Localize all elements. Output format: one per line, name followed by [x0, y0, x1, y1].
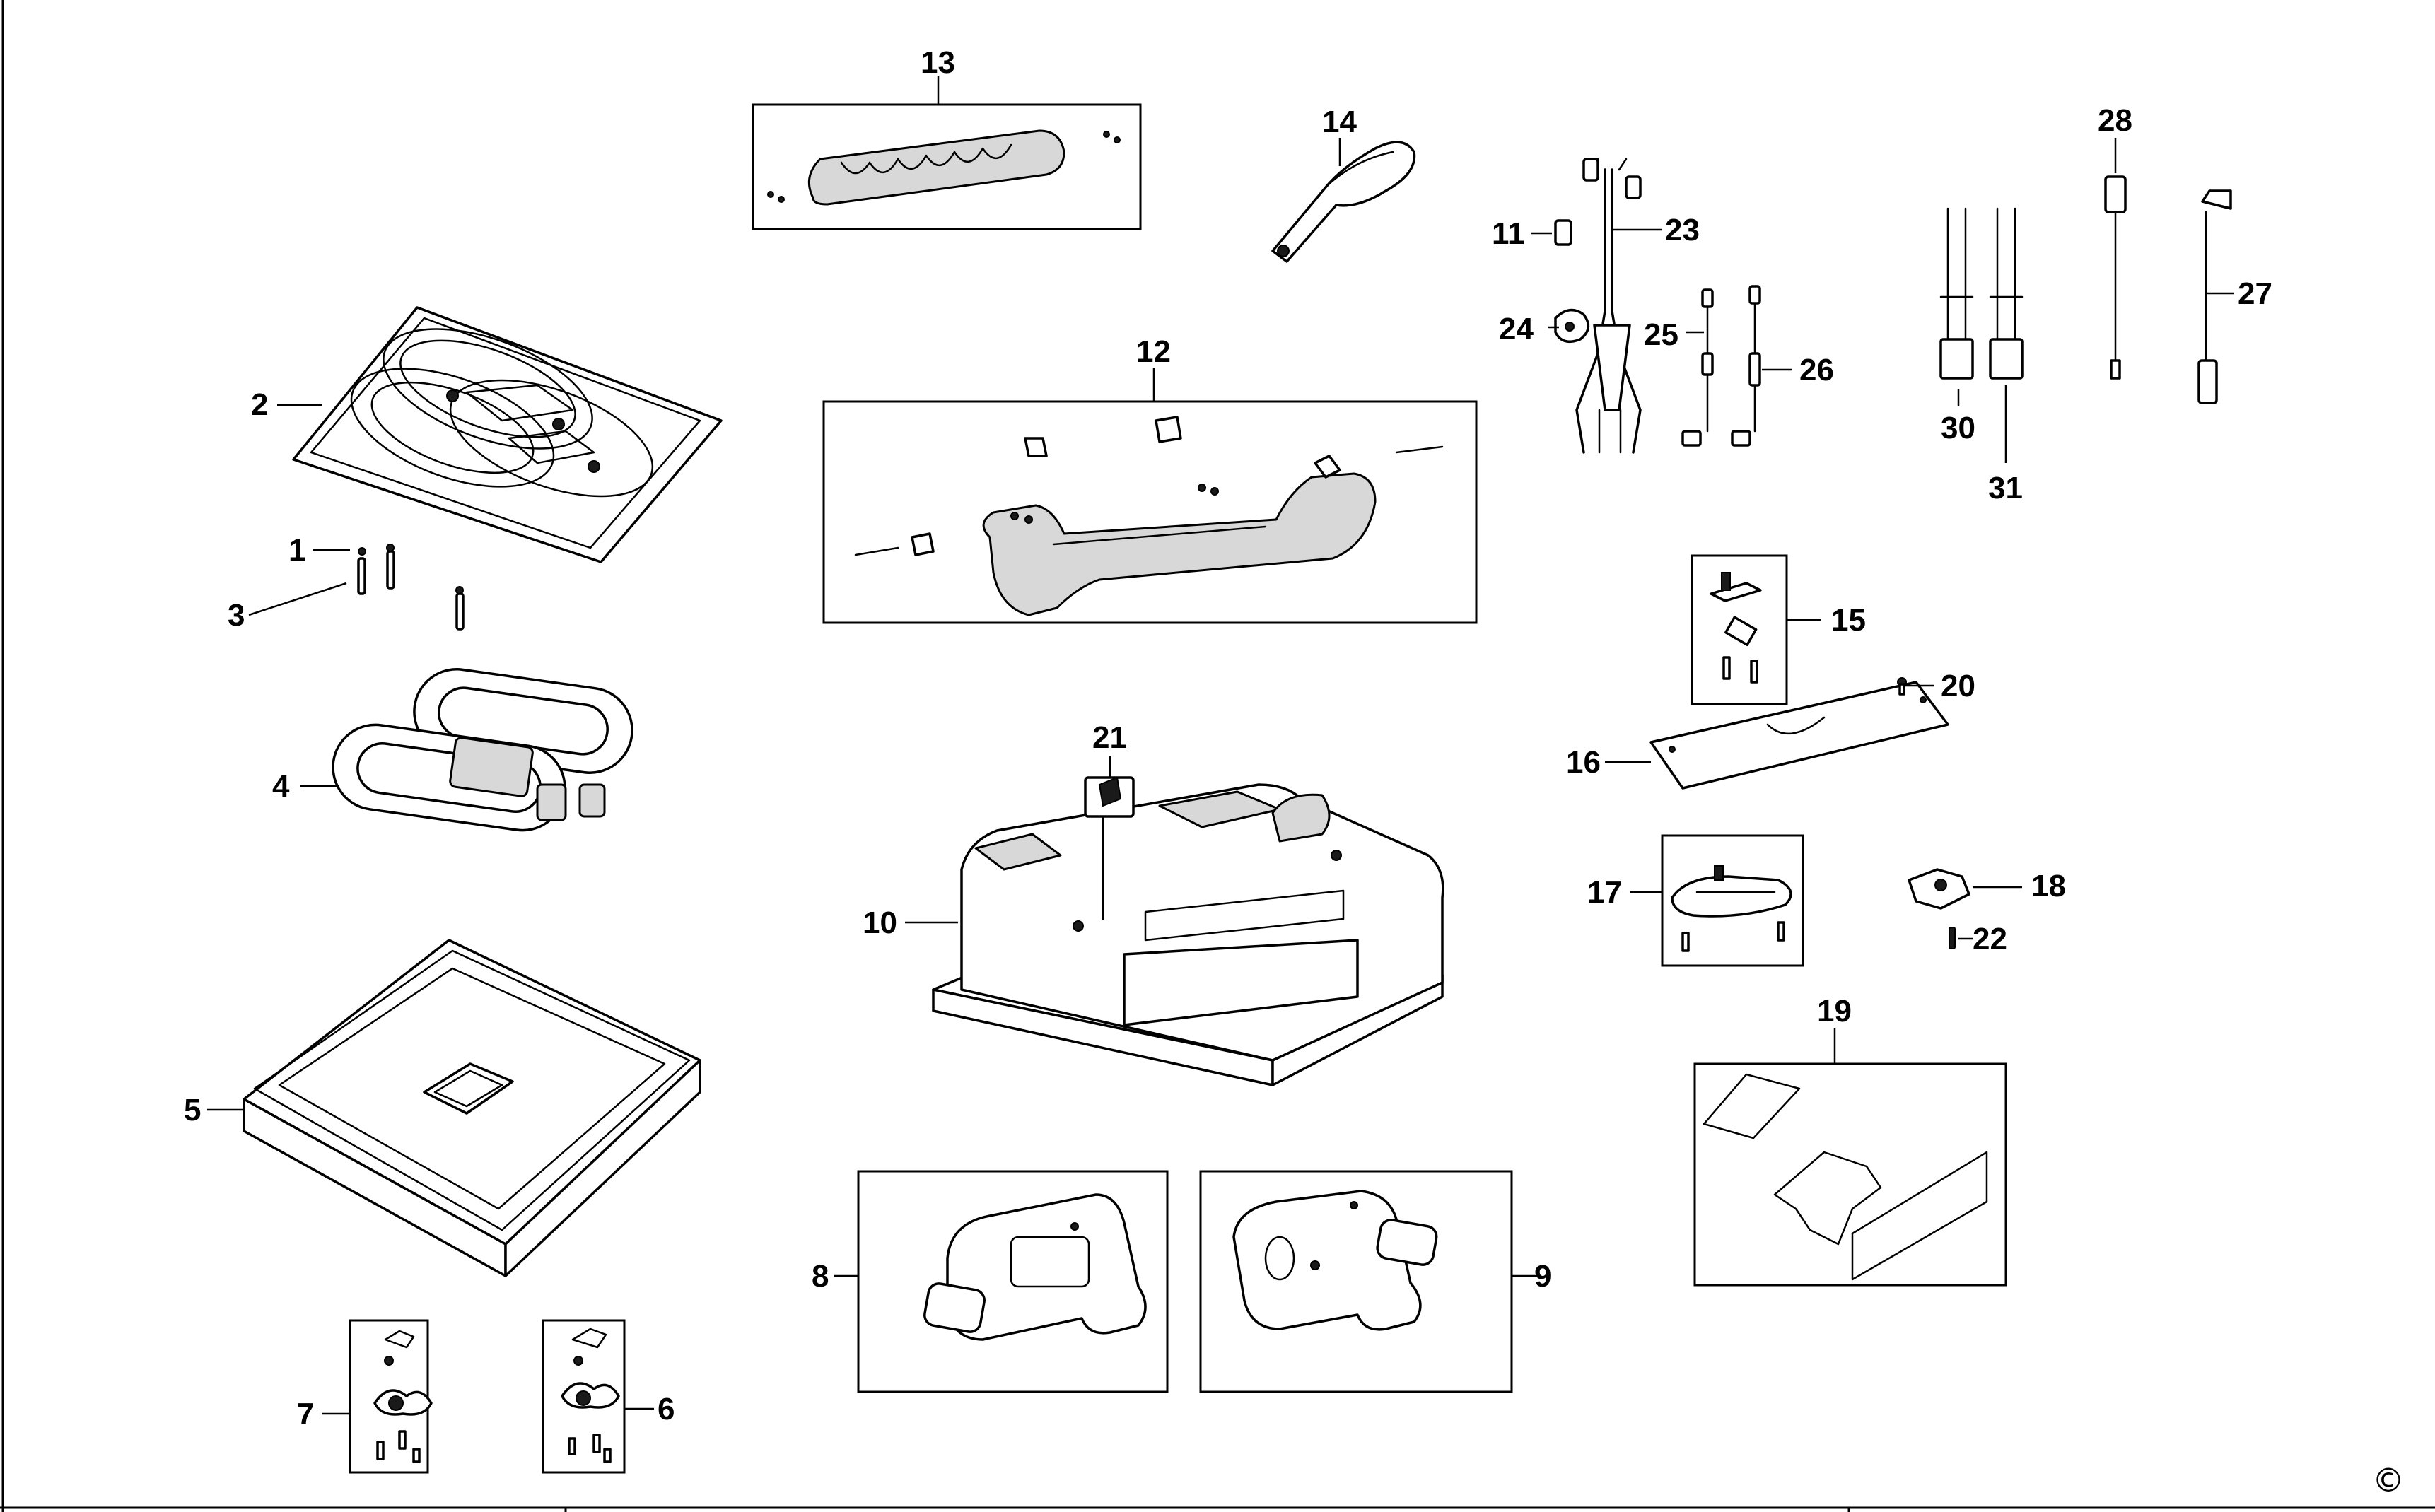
label-25: 25	[1644, 317, 1678, 352]
label-31: 31	[1988, 471, 2023, 505]
part-16-plate	[1649, 681, 1949, 790]
part-11-connector	[1554, 219, 1572, 246]
part-24-clamp	[1554, 308, 1590, 344]
part-28-wire-lead	[2104, 175, 2127, 380]
part-10-main-housing	[932, 776, 1444, 1086]
part-12-carry-handle	[822, 400, 1478, 624]
part-19-label-set	[1693, 1062, 2007, 1287]
label-7: 7	[297, 1397, 314, 1431]
label-12: 12	[1136, 334, 1171, 369]
label-30: 30	[1941, 411, 1975, 445]
part-30-wire-harness	[1939, 207, 1974, 380]
part-9-side-cap	[1199, 1170, 1513, 1393]
part-5-base-frame	[243, 939, 701, 1277]
label-14: 14	[1322, 105, 1357, 139]
label-20: 20	[1941, 669, 1975, 703]
part-14-strap	[1271, 141, 1416, 263]
label-27: 27	[2238, 276, 2272, 311]
part-13-handle-grip	[752, 103, 1142, 230]
label-5: 5	[184, 1093, 201, 1127]
label-16: 16	[1566, 745, 1601, 780]
part-7-bracket-kit	[349, 1319, 433, 1474]
label-24: 24	[1499, 312, 1534, 346]
label-9: 9	[1534, 1259, 1551, 1294]
leader-lines	[207, 76, 2234, 1415]
part-21-switch	[1084, 776, 1135, 818]
part-23-power-cord	[1575, 158, 1642, 454]
part-22-screw	[1949, 927, 1956, 949]
label-13: 13	[921, 45, 955, 80]
part-18-clip	[1908, 868, 1970, 910]
label-15: 15	[1831, 603, 1866, 638]
label-10: 10	[863, 906, 897, 940]
label-2: 2	[251, 387, 268, 422]
part-2-reflector-plate	[292, 306, 723, 563]
label-22: 22	[1973, 922, 2007, 956]
part-15-terminal-kit	[1691, 554, 1788, 705]
callout-labels: 13 14 12 2 1 3 4 5 10 21 7 6 8 9 11 23 2…	[184, 45, 2272, 1431]
label-1: 1	[288, 533, 305, 568]
part-25-wire-lead	[1681, 288, 1714, 447]
label-3: 3	[228, 598, 245, 633]
part-27-wire-lead	[2197, 189, 2232, 404]
part-31-wire-harness	[1989, 207, 2024, 380]
label-26: 26	[1799, 353, 1834, 387]
part-4-fluorescent-tube	[332, 668, 633, 832]
label-8: 8	[812, 1259, 829, 1294]
label-18: 18	[2031, 869, 2066, 903]
part-26-wire-lead	[1731, 285, 1761, 447]
label-19: 19	[1817, 994, 1852, 1028]
part-17-lamp-holder	[1661, 834, 1804, 967]
label-11: 11	[1492, 216, 1525, 251]
label-17: 17	[1587, 875, 1622, 910]
part-6-bracket-kit	[542, 1319, 626, 1474]
part-20-screw	[1897, 677, 1907, 696]
label-4: 4	[272, 769, 290, 804]
copyright-symbol: ©	[2372, 1461, 2405, 1499]
label-23: 23	[1665, 213, 1700, 247]
label-21: 21	[1092, 720, 1127, 755]
part-1-3-screws	[357, 544, 465, 631]
label-6: 6	[658, 1392, 675, 1426]
label-28: 28	[2098, 103, 2132, 138]
part-8-side-cap	[857, 1170, 1169, 1393]
